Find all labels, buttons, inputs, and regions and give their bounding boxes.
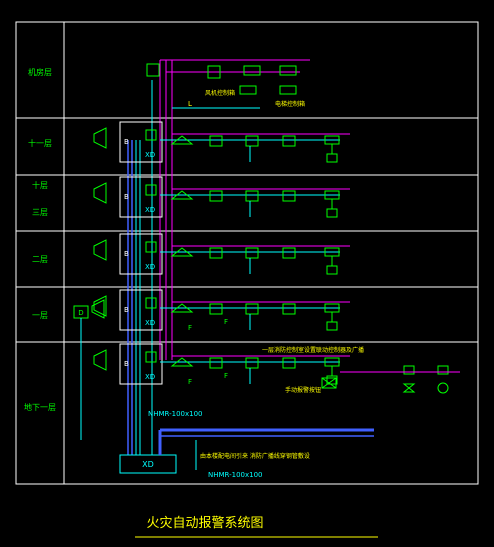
speaker-icon-b1 [93, 349, 107, 371]
xd-label-f3: XD [145, 206, 155, 214]
extra-devices: D [73, 299, 460, 440]
damper-icon [321, 377, 337, 389]
basement-controller-xd [119, 454, 177, 474]
panel-box-b1 [119, 343, 163, 385]
panel-box-f1 [119, 289, 163, 331]
panel-module-f1 [145, 297, 157, 309]
panel-module-f10 [145, 129, 157, 141]
s-module-icon-f10 [209, 135, 223, 147]
b-label-b1: B [124, 360, 129, 368]
b-label-f2: B [124, 250, 129, 258]
bell-icon-f10 [326, 153, 338, 163]
heat-detector-icon-f1 [282, 303, 296, 315]
bell-icon-f1 [326, 321, 338, 331]
smoke-detector-icon-f1 [245, 303, 259, 315]
basement-note: 由本楼配电间引来 消防广播线穿钢管敷设 [200, 452, 310, 460]
speaker-icon [91, 299, 105, 319]
manual-alarm-icon-f1 [170, 303, 194, 313]
fan-box-icon [239, 85, 257, 95]
xd-label-f1: XD [145, 319, 155, 327]
roof-module-pd-icon [279, 65, 297, 76]
manual-alarm-icon-f2 [170, 247, 194, 257]
roof-module-vd-icon [243, 65, 261, 76]
floor-label-b1: 地下一层 [24, 402, 56, 412]
heat-detector-icon-f10 [282, 135, 296, 147]
panel-module-f3 [145, 184, 157, 196]
smoke-detector-icon-f2 [245, 247, 259, 259]
bell-icon-f3 [326, 208, 338, 218]
vertical-cable-label: NHMR-100x100 [148, 410, 203, 418]
f-label-a-f1: F [188, 324, 192, 332]
f-label-b-b1: F [224, 372, 228, 380]
s-module-icon-f2 [209, 247, 223, 259]
bell-icon-f2 [326, 265, 338, 275]
f-label-b-f1: F [224, 318, 228, 326]
b-label-f1: B [124, 306, 129, 314]
horizontal-cable-tray [158, 428, 374, 470]
speaker-icon-f3 [93, 182, 107, 204]
d-device-label: D [78, 309, 83, 317]
vertical-risers [127, 60, 173, 455]
manual-alarm-icon-f10 [170, 135, 194, 145]
floor-label-f10: 十一层 [28, 138, 52, 148]
b-label-f10: B [124, 138, 129, 146]
floor-label-f1: 一层 [32, 311, 48, 320]
f-label-a-b1: F [188, 378, 192, 386]
xd-label-b1: XD [145, 373, 155, 381]
panel-box-f2 [119, 233, 163, 275]
s-module-icon-f1 [209, 303, 223, 315]
panel-module-b1 [145, 351, 157, 363]
basement-controller-label: XD [142, 460, 154, 469]
roof-note-elevator: 电梯控制箱 [275, 100, 305, 108]
manual-alarm-icon-f3 [170, 190, 194, 200]
heat-detector-icon-b1 [282, 357, 296, 369]
diagram-title: 火灾自动报警系统图 [146, 515, 263, 531]
horizontal-cable-label: NHMR-100x100 [208, 471, 263, 479]
floor-devices: XD B XD B XD B XD B F F XD B F F [93, 121, 350, 386]
s-module-icon-b1 [209, 357, 223, 369]
panel-module-f2 [145, 241, 157, 253]
speaker-icon-f10 [93, 127, 107, 149]
speaker-icon-f2 [93, 239, 107, 261]
floor-label-f3-top: 十层 [32, 180, 48, 190]
valve-icon [402, 383, 416, 393]
floor-label-roof: 机房层 [28, 67, 52, 77]
line-label-l: L [188, 100, 192, 108]
manual-alarm-note: 手动报警按钮 [285, 386, 321, 394]
heat-detector-icon-f3 [282, 190, 296, 202]
roof-note-fan: 风机控制箱 [205, 89, 235, 97]
smoke-detector-icon-b1 [245, 357, 259, 369]
first-floor-note: 一层消防控制室设置联动控制器及广播 [262, 346, 364, 354]
outer-frame [15, 21, 479, 485]
xd-label-f2: XD [145, 263, 155, 271]
speaker-icon-f1 [93, 295, 107, 317]
smoke-detector-icon-f3 [245, 190, 259, 202]
xd-label-f10: XD [145, 151, 155, 159]
smoke-detector-icon-f10 [245, 135, 259, 147]
valve-module-icon [403, 365, 415, 375]
floor-label-f2: 二层 [32, 255, 48, 264]
roof-equipment: 风机控制箱 电梯控制箱 L [146, 59, 310, 109]
manual-alarm-icon-b1 [170, 357, 194, 367]
heat-detector-icon-f2 [282, 247, 296, 259]
pump-icon [437, 382, 449, 394]
elevator-box-icon [279, 85, 297, 95]
pump-module-icon [437, 365, 449, 375]
s-module-icon-f3 [209, 190, 223, 202]
roof-module-s-icon [207, 65, 221, 79]
b-label-f3: B [124, 193, 129, 201]
panel-box-f3 [119, 176, 163, 218]
panel-box-f10 [119, 121, 163, 163]
roof-controller-icon [146, 63, 160, 77]
floor-label-f3-bot: 三层 [32, 208, 48, 217]
